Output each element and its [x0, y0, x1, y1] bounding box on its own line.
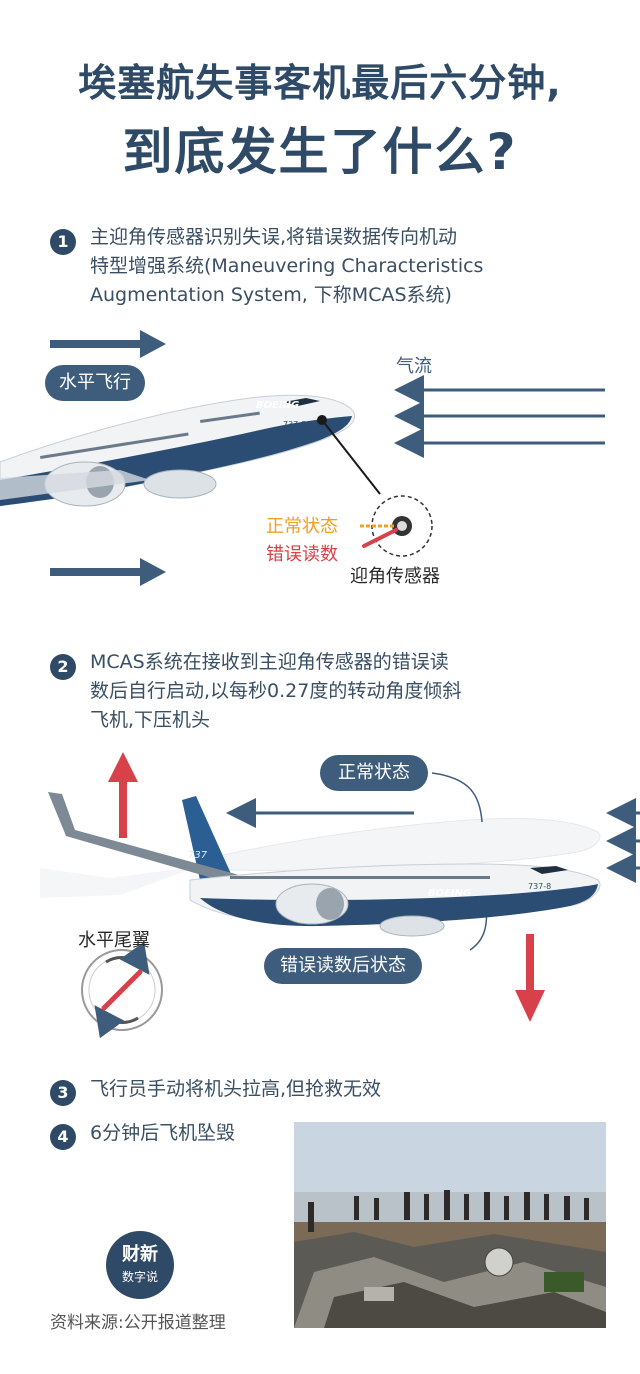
after-wrong-reading-pill: 错误读数后状态	[264, 948, 422, 984]
stabilizer-dial	[81, 941, 163, 1039]
aoa-sensor-label: 迎角传感器	[350, 566, 440, 587]
red-arrow-down	[515, 934, 545, 1022]
step-4-text: 6分钟后飞机坠毁	[90, 1122, 236, 1144]
step-2-line-3: 飞机,下压机头	[90, 709, 211, 731]
step-2-number: 2	[50, 654, 76, 680]
airflow-label: 气流	[396, 356, 432, 377]
logo-text-line-1: 财新	[122, 1244, 158, 1265]
airflow-arrows	[394, 375, 605, 458]
plane-2-tail-text: 737	[188, 850, 208, 861]
step-2-text: MCAS系统在接收到主迎角传感器的错误读 数后自行启动,以每秒0.27度的转动角…	[90, 648, 461, 735]
plane-2-model: 737-8	[528, 882, 552, 891]
horizontal-stabilizer-label: 水平尾翼	[78, 930, 150, 951]
step-2-line-2: 数后自行启动,以每秒0.27度的转动角度倾斜	[90, 680, 462, 702]
plane-1-model: 737-8	[283, 420, 307, 429]
plane-1	[0, 394, 356, 507]
step-4-number: 4	[50, 1124, 76, 1150]
logo-text-line-2: 数字说	[121, 1270, 158, 1284]
source-note: 资料来源:公开报道整理	[50, 1313, 226, 1333]
plane-2-brand: BOEING	[428, 888, 472, 899]
step-1-line-2: 特型增强系统(Maneuvering Characteristics	[90, 255, 484, 277]
normal-state-connector	[431, 772, 483, 823]
caixin-logo-circle	[106, 1231, 174, 1299]
step-1-text: 主迎角传感器识别失误,将错误数据传向机动 特型增强系统(Maneuvering …	[90, 223, 483, 310]
step-3-text: 飞行员手动将机头拉高,但抢救无效	[90, 1078, 382, 1100]
title-line-1: 埃塞航失事客机最后六分钟,	[78, 61, 562, 105]
step-1-number: 1	[50, 229, 76, 255]
flight-arrow-top	[50, 330, 166, 358]
step-1-line-3: Augmentation System, 下称MCAS系统)	[90, 284, 452, 306]
plane-1-brand: BOEING	[256, 400, 300, 411]
wrong-reading-label: 错误读数	[266, 544, 338, 565]
plane-normal-ghost	[40, 818, 601, 898]
sensor-pointer-line	[321, 419, 381, 495]
red-arrow-up	[108, 752, 138, 838]
step-1-line-1: 主迎角传感器识别失误,将错误数据传向机动	[90, 226, 458, 248]
step-2-line-1: MCAS系统在接收到主迎角传感器的错误读	[90, 651, 449, 673]
normal-state-pill: 正常状态	[320, 755, 428, 791]
aoa-sensor-closeup	[360, 495, 433, 557]
plane-2	[48, 792, 601, 937]
airflow-arrows-2	[226, 798, 640, 883]
title-line-2: 到底发生了什么?	[122, 123, 518, 181]
crash-site-photo	[294, 1122, 606, 1328]
step-3-number: 3	[50, 1080, 76, 1106]
flight-arrow-bottom	[50, 558, 166, 586]
normal-state-label: 正常状态	[266, 516, 338, 537]
level-flight-pill: 水平飞行	[45, 365, 145, 401]
